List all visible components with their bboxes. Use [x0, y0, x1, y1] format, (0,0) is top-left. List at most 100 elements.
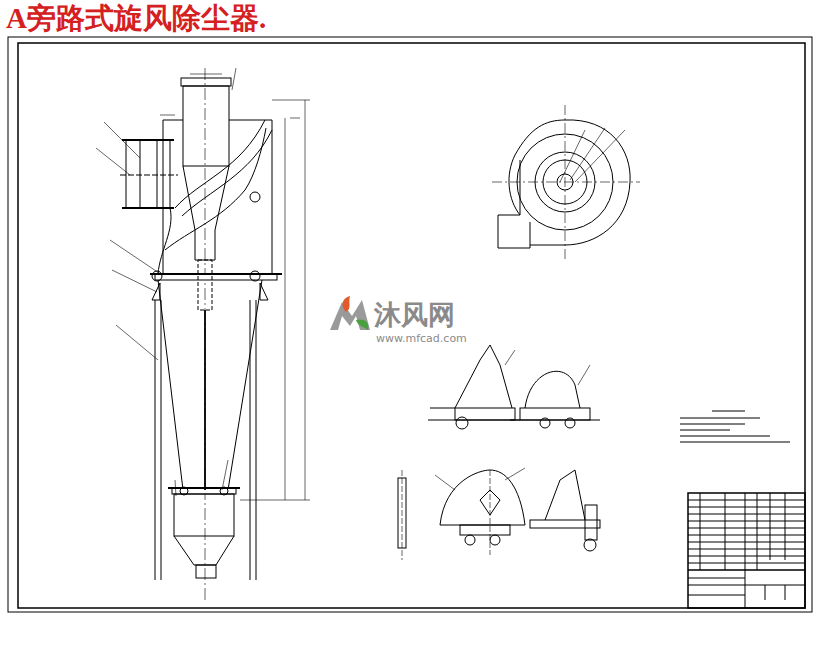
drawing-line: [272, 100, 310, 101]
drawing-line: [520, 408, 590, 420]
drawing-line: [96, 148, 130, 175]
drawing-line: [535, 152, 595, 212]
drawing-line: [770, 493, 771, 560]
drawing-line: [560, 130, 585, 182]
drawing-line: [688, 549, 805, 550]
drawing-line: [402, 470, 403, 560]
detail-views: [398, 345, 600, 560]
drawing-line: [116, 325, 158, 360]
drawing-line: [680, 418, 760, 419]
drawing-line: [520, 160, 530, 245]
drawing-line: [183, 86, 229, 166]
drawing-line: [584, 539, 596, 551]
drawing-line: [158, 280, 262, 490]
drawing-line: [525, 371, 580, 408]
drawing-line: [578, 365, 590, 385]
drawing-line: [152, 271, 162, 281]
watermark-logo: [330, 296, 370, 330]
drawing-line: [112, 270, 157, 292]
drawing-line: [490, 535, 500, 545]
drawing-line: [785, 585, 786, 600]
drawing-line: [174, 494, 234, 536]
drawing-line: [18, 43, 805, 608]
drawing-line: [757, 493, 758, 570]
drawing-line: [440, 470, 525, 525]
drawing-line: [157, 140, 158, 208]
drawing-line: [688, 595, 745, 596]
drawing-line: [680, 442, 790, 443]
drawing-line: [250, 192, 260, 202]
drawing-line: [543, 160, 587, 204]
drawing-line: [205, 68, 206, 602]
drawing-line: [8, 37, 812, 612]
drawing-line: [152, 283, 268, 300]
drawing-line: [140, 140, 141, 208]
drawing-line: [122, 139, 174, 141]
drawing-line: [430, 408, 455, 409]
drawing-line: [168, 487, 240, 489]
drawing-line: [680, 430, 730, 431]
drawing-line: [110, 240, 162, 275]
cyclone-top-view: [492, 105, 640, 262]
drawing-line: [229, 120, 272, 121]
drawing-line: [272, 120, 273, 278]
drawing-line: [700, 493, 701, 570]
drawing-line: [688, 507, 805, 508]
drawing-frame: [8, 37, 812, 612]
drawing-line: [163, 120, 183, 121]
drawing-line: [196, 565, 216, 578]
drawing-line: [460, 525, 510, 535]
drawing-line: [688, 500, 805, 501]
drawing-line: [232, 68, 236, 90]
drawing-line: [688, 563, 805, 564]
drawing-line: [492, 182, 640, 183]
drawing-line: [160, 115, 175, 116]
drawing-line: [456, 417, 468, 429]
drawing-line: [175, 480, 176, 496]
drawing-line: [688, 542, 805, 543]
drawing-line: [330, 300, 370, 330]
drawing-line: [570, 128, 605, 180]
drawing-line: [530, 520, 600, 528]
drawing-line: [120, 175, 178, 176]
watermark-text: 沐风网: [374, 300, 455, 330]
watermark-url: www.mfcad.com: [376, 333, 467, 345]
drawing-line: [435, 475, 455, 490]
drawing-line: [455, 345, 512, 408]
drawing-title: A旁路式旋风除尘器.: [4, 3, 268, 35]
drawing-line: [505, 468, 525, 480]
drawing-line: [343, 296, 350, 312]
drawing-line: [155, 300, 156, 580]
drawing-line: [198, 260, 212, 310]
drawing-line: [688, 585, 805, 586]
drawing-line: [465, 535, 475, 545]
drawing-line: [785, 493, 786, 560]
drawing-line: [745, 493, 746, 570]
drawing-line: [285, 278, 286, 500]
drawing-line: [712, 411, 745, 412]
drawing-line: [190, 74, 222, 75]
drawing-line: [688, 514, 805, 515]
drawing-line: [688, 521, 805, 522]
drawing-line: [505, 350, 515, 365]
technical-notes: [680, 411, 790, 442]
drawing-line: [256, 300, 257, 580]
drawing-line: [305, 100, 306, 500]
drawing-line: [680, 436, 770, 437]
dimension-lines: [96, 68, 310, 500]
drawing-line: [455, 408, 515, 420]
drawing-line: [565, 418, 575, 428]
drawing-line: [517, 134, 613, 230]
drawing-line: [181, 78, 231, 86]
drawing-line: [356, 319, 368, 330]
drawing-line: [575, 130, 625, 182]
drawing-line: [688, 556, 805, 557]
drawing-line: [680, 424, 745, 425]
drawing-line: [498, 120, 630, 248]
drawing-line: [765, 585, 766, 600]
title-block: [688, 493, 805, 608]
drawing-line: [688, 578, 745, 579]
drawing-line: [540, 418, 550, 428]
drawing-line: [104, 122, 140, 158]
drawing-line: [290, 118, 300, 119]
